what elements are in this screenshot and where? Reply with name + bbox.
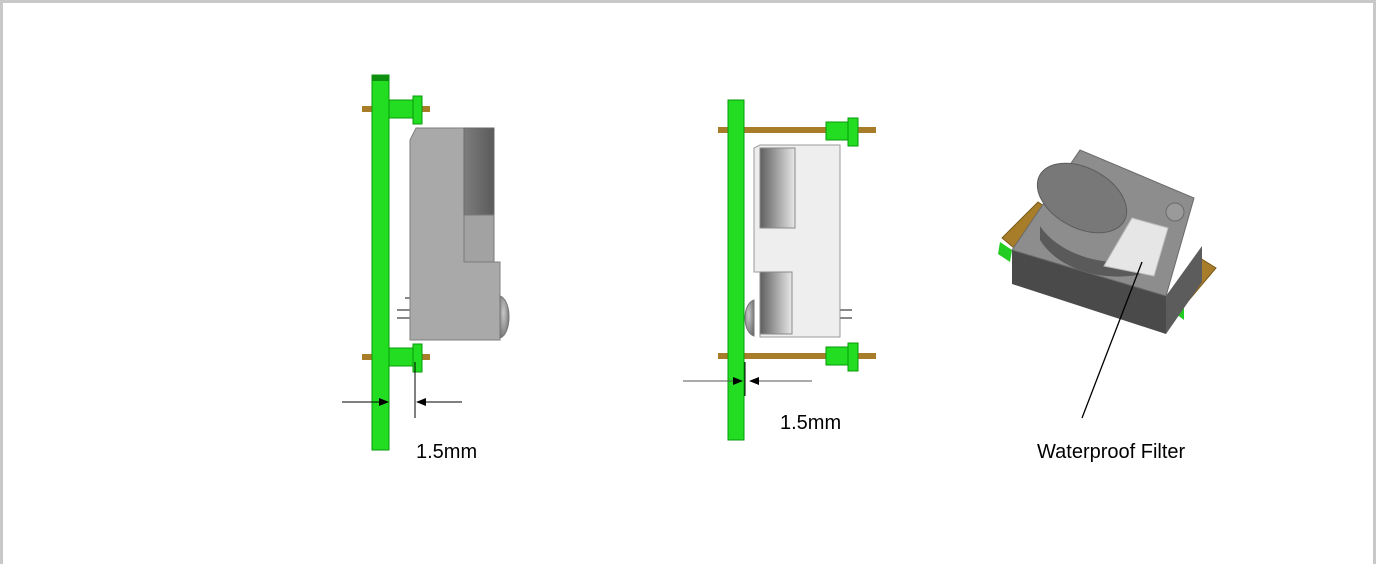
connector-bottom (388, 343, 423, 373)
pin-bottom (718, 353, 876, 359)
connector-bottom (825, 342, 859, 372)
sensor-body-middle (744, 144, 852, 338)
connector-top (388, 95, 423, 125)
filter-label: Waterproof Filter (1037, 441, 1186, 463)
dimension-label-middle: 1.5mm (780, 412, 842, 434)
pcb-board (727, 99, 745, 441)
side-view-middle (683, 99, 876, 441)
pcb-board (371, 74, 390, 451)
sensor-body-left (397, 127, 510, 341)
dimension-label-left: 1.5mm (416, 441, 478, 463)
connector-top (825, 117, 859, 147)
side-view-left (342, 74, 510, 451)
pin-top (718, 127, 876, 133)
sensor-3d-view (998, 149, 1217, 419)
filter-leader-line (1081, 261, 1143, 419)
